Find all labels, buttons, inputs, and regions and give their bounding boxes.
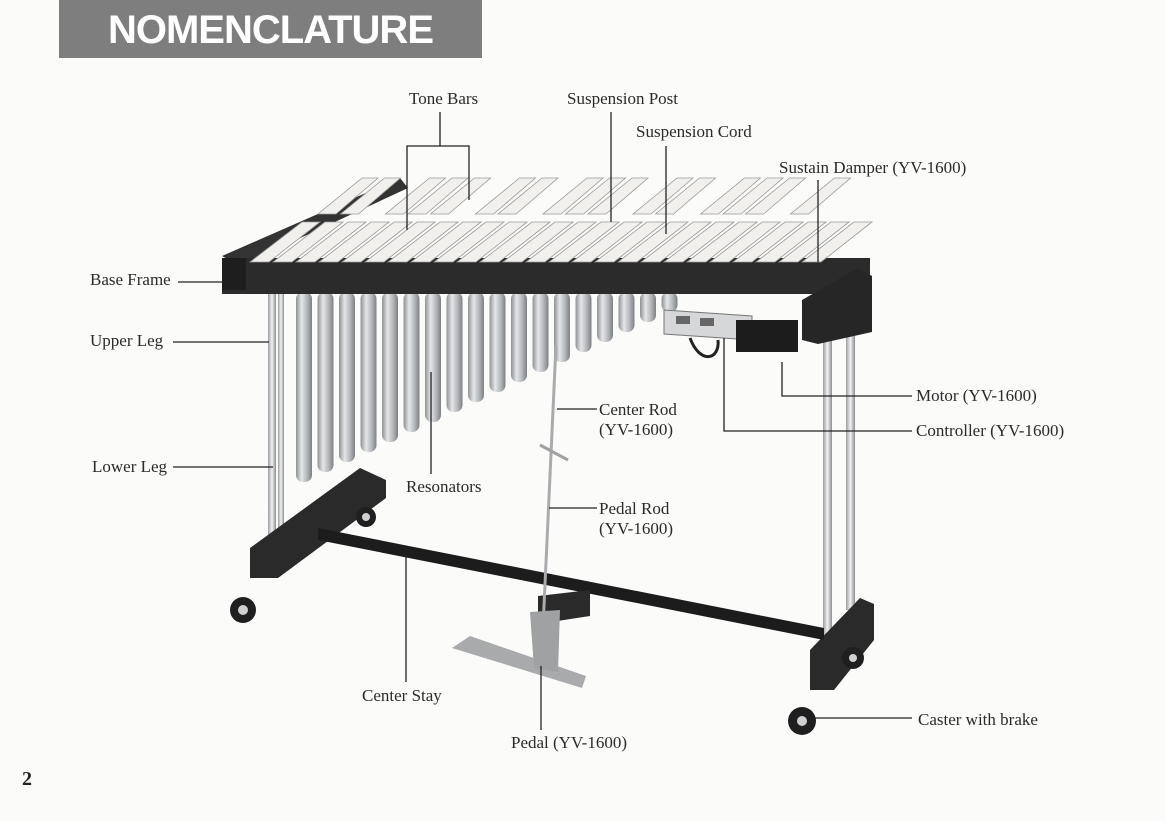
label-tone-bars: Tone Bars xyxy=(409,89,478,109)
resonator-tube xyxy=(640,292,656,322)
resonator-tube xyxy=(597,292,613,342)
resonator-tube xyxy=(447,292,463,412)
label-base-frame: Base Frame xyxy=(90,270,171,290)
resonator-tube xyxy=(490,292,506,392)
resonator-tube xyxy=(425,292,441,422)
resonator-tube xyxy=(404,292,420,432)
label-sustain-damper: Sustain Damper (YV-1600) xyxy=(779,158,966,178)
label-center-rod-line2: (YV-1600) xyxy=(599,420,673,440)
resonator-tube xyxy=(619,292,635,332)
resonator-tube xyxy=(339,292,355,462)
resonator-tube xyxy=(318,292,334,472)
resonator-tube xyxy=(662,292,678,312)
label-controller: Controller (YV-1600) xyxy=(916,421,1064,441)
label-lower-leg: Lower Leg xyxy=(92,457,167,477)
label-upper-leg: Upper Leg xyxy=(90,331,163,351)
resonator-tube xyxy=(296,292,312,482)
label-center-rod-line1: Center Rod xyxy=(599,400,677,420)
page-number: 2 xyxy=(22,768,32,791)
resonator-tube xyxy=(468,292,484,402)
resonator-tube xyxy=(382,292,398,442)
resonator-tube xyxy=(533,292,549,372)
label-motor: Motor (YV-1600) xyxy=(916,386,1037,406)
label-center-stay: Center Stay xyxy=(362,686,442,706)
label-suspension-post: Suspension Post xyxy=(567,89,678,109)
resonators xyxy=(296,292,678,482)
label-pedal-rod-line2: (YV-1600) xyxy=(599,519,673,539)
label-resonators: Resonators xyxy=(406,477,482,497)
label-caster: Caster with brake xyxy=(918,710,1038,730)
label-pedal-rod-line1: Pedal Rod xyxy=(599,499,669,519)
tone-bars xyxy=(250,178,872,262)
resonator-tube xyxy=(576,292,592,352)
label-suspension-cord: Suspension Cord xyxy=(636,122,752,142)
resonator-tube xyxy=(511,292,527,382)
label-pedal: Pedal (YV-1600) xyxy=(511,733,627,753)
pedal-shape xyxy=(452,610,586,688)
base-feet xyxy=(250,468,874,690)
resonator-tube xyxy=(361,292,377,452)
motor-box xyxy=(736,320,798,352)
